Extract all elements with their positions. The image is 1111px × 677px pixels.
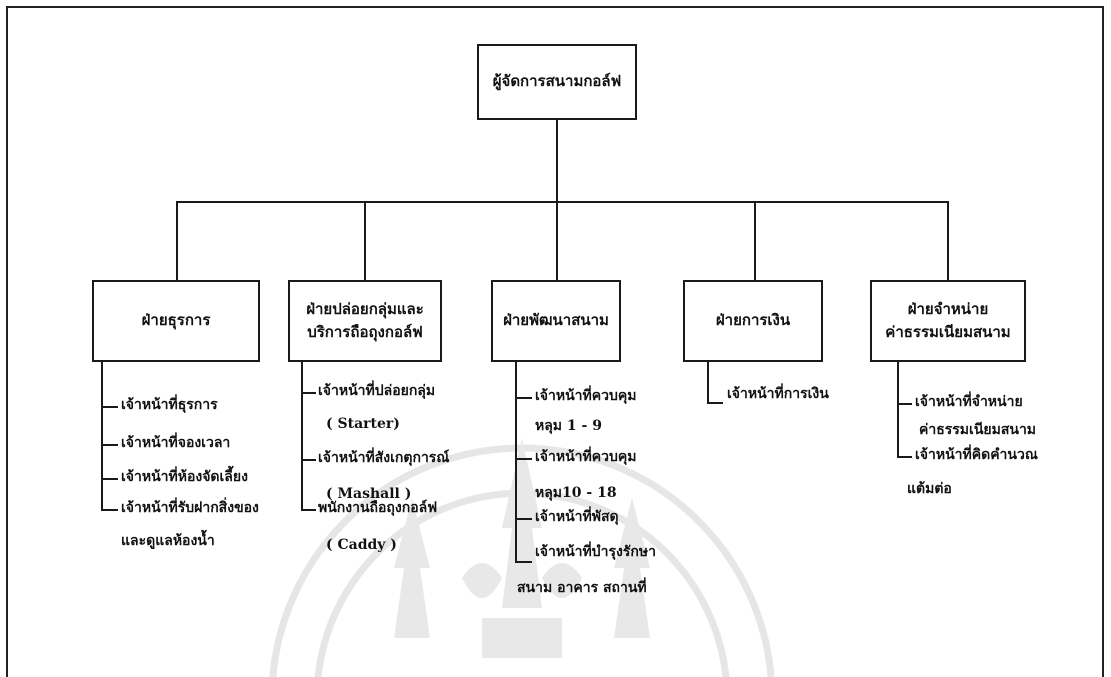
department-box-finance: ฝ่ายการเงิน xyxy=(683,280,823,362)
department-label-green-fee-line1: ฝ่ายจำหน่าย xyxy=(907,299,989,318)
department-label-starter-caddy-line1: ฝ่ายปล่อยกลุ่มและ xyxy=(306,299,424,318)
item-spine-finance xyxy=(707,362,709,403)
connector-horizontal xyxy=(176,201,949,203)
item-starter-officer: เจ้าหน้าที่ปล่อยกลุ่ม xyxy=(318,383,436,399)
item-hole-controller-1: เจ้าหน้าที่ควบคุม xyxy=(535,388,637,404)
page-border xyxy=(6,6,1104,677)
connector-drop-3 xyxy=(556,201,558,280)
item-tick xyxy=(101,406,118,408)
item-marshal-officer-continued: ( Mashall ) xyxy=(326,486,412,502)
department-box-admin: ฝ่ายธุรการ xyxy=(92,280,260,362)
item-caddy-staff: พนักงานถือถุงกอล์ฟ xyxy=(318,500,438,516)
item-green-fee-seller: เจ้าหน้าที่จำหน่าย xyxy=(915,394,1023,410)
item-tee-time-booking: เจ้าหน้าที่จองเวลา xyxy=(121,435,231,451)
item-hole-controller-2-continued: หลุม10 - 18 xyxy=(535,485,617,501)
department-box-starter-caddy: ฝ่ายปล่อยกลุ่มและ บริการถือถุงกอล์ฟ xyxy=(288,280,442,362)
department-label-starter-caddy-line2: บริการถือถุงกอล์ฟ xyxy=(307,323,423,341)
item-maintenance-officer: เจ้าหน้าที่บำรุงรักษา xyxy=(535,544,656,560)
item-tick xyxy=(897,403,912,405)
item-hole-controller-2: เจ้าหน้าที่ควบคุม xyxy=(535,449,637,465)
item-starter-officer-continued: ( Starter) xyxy=(326,416,400,432)
item-tick xyxy=(101,444,118,446)
department-label-course-development: ฝ่ายพัฒนาสนาม xyxy=(503,311,609,330)
connector-vertical-top xyxy=(556,120,558,202)
item-spine-course-development xyxy=(515,362,517,562)
item-caddy-staff-continued: ( Caddy ) xyxy=(326,537,397,553)
item-tick xyxy=(515,561,532,563)
connector-drop-4 xyxy=(754,201,756,280)
department-label-admin: ฝ่ายธุรการ xyxy=(141,311,211,330)
item-cloakroom: เจ้าหน้าที่รับฝากสิ่งของ xyxy=(121,500,259,516)
item-tick xyxy=(101,509,118,511)
connector-drop-5 xyxy=(947,201,949,280)
department-box-course-development: ฝ่ายพัฒนาสนาม xyxy=(491,280,621,362)
item-green-fee-seller-continued: ค่าธรรมเนียมสนาม xyxy=(919,422,1037,438)
item-marshal-officer: เจ้าหน้าที่สังเกตุการณ์ xyxy=(318,450,450,466)
item-hole-controller-1-continued: หลุม 1 - 9 xyxy=(535,418,602,434)
item-finance-officer: เจ้าหน้าที่การเงิน xyxy=(727,386,829,402)
item-tick xyxy=(301,459,316,461)
item-tick xyxy=(515,458,532,460)
connector-drop-1 xyxy=(176,201,178,280)
item-admin-officer: เจ้าหน้าที่ธุรการ xyxy=(121,397,218,413)
item-spine-admin xyxy=(101,362,103,510)
item-tick xyxy=(707,402,723,404)
item-maintenance-officer-continued: สนาม อาคาร สถานที่ xyxy=(517,580,647,596)
item-handicap-calculator-continued: แต้มต่อ xyxy=(907,481,952,497)
item-tick xyxy=(101,478,118,480)
department-box-green-fee: ฝ่ายจำหน่าย ค่าธรรมเนียมสนาม xyxy=(870,280,1026,362)
item-banquet-room: เจ้าหน้าที่ห้องจัดเลี้ยง xyxy=(121,469,248,485)
manager-label: ผู้จัดการสนามกอล์ฟ xyxy=(492,72,622,91)
item-tick xyxy=(301,392,316,394)
item-tick xyxy=(515,518,532,520)
department-label-green-fee-line2: ค่าธรรมเนียมสนาม xyxy=(885,323,1011,341)
item-spine-starter-caddy xyxy=(301,362,303,510)
item-spine-green-fee xyxy=(897,362,899,457)
item-tick xyxy=(301,509,316,511)
item-tick xyxy=(515,397,532,399)
connector-drop-2 xyxy=(364,201,366,280)
item-handicap-calculator: เจ้าหน้าที่คิดคำนวณ xyxy=(915,447,1038,463)
manager-box: ผู้จัดการสนามกอล์ฟ xyxy=(477,44,637,120)
item-supplies-officer: เจ้าหน้าที่พัสดุ xyxy=(535,509,619,525)
item-cloakroom-continued: และดูแลห้องน้ำ xyxy=(121,533,215,549)
item-tick xyxy=(897,456,912,458)
department-label-finance: ฝ่ายการเงิน xyxy=(715,311,791,330)
